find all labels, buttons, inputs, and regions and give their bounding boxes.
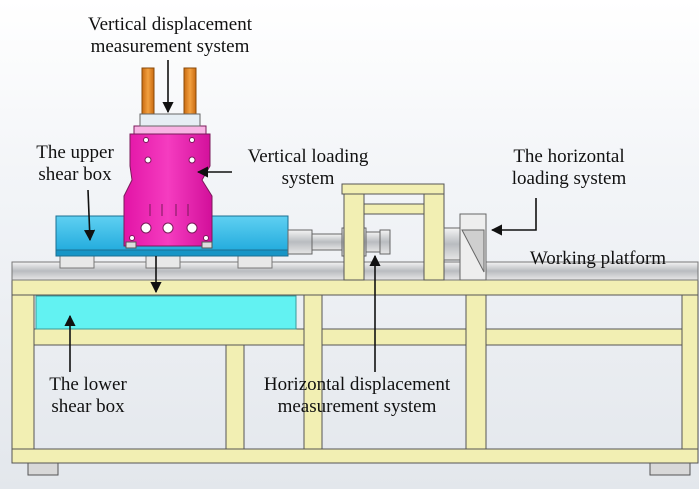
reaction-frame [341, 183, 445, 281]
label-working-platform: Working platform [512, 248, 684, 270]
label-line: The upper [36, 142, 114, 163]
rail-rollers [59, 255, 273, 269]
label-line: measurement system [277, 396, 437, 417]
arrow-upper-shear-box [84, 189, 96, 242]
label-vertical-displacement-measurement: Vertical displacement measurement system [68, 14, 272, 58]
label-line: Horizontal displacement [263, 374, 451, 395]
label-line: Working platform [529, 248, 667, 269]
lower-shear-box [35, 295, 297, 330]
label-line: The lower [49, 374, 127, 395]
arrow-horizontal-loading [490, 198, 537, 236]
label-lower-shear-box: The lower shear box [28, 374, 148, 418]
label-line: Vertical loading [247, 146, 369, 167]
label-line: loading system [511, 168, 627, 189]
horizontal-loading-unit [443, 213, 487, 281]
label-upper-shear-box: The upper shear box [8, 142, 142, 186]
label-line: The horizontal [513, 146, 625, 167]
label-horizontal-loading-system: The horizontal loading system [494, 146, 644, 190]
label-line: Vertical displacement [87, 14, 253, 35]
label-horizontal-displacement-measurement: Horizontal displacement measurement syst… [242, 374, 472, 418]
label-line: system [281, 168, 335, 189]
label-line: shear box [38, 164, 112, 185]
horizontal-push-rod [287, 227, 391, 257]
upper-shear-box-base [55, 249, 289, 257]
vertical-loading-unit [123, 125, 213, 249]
support-frame [11, 279, 699, 476]
label-line: measurement system [90, 36, 250, 57]
label-vertical-loading-system: Vertical loading system [228, 146, 388, 190]
label-line: shear box [51, 396, 125, 417]
vertical-displacement-rods [139, 67, 201, 127]
